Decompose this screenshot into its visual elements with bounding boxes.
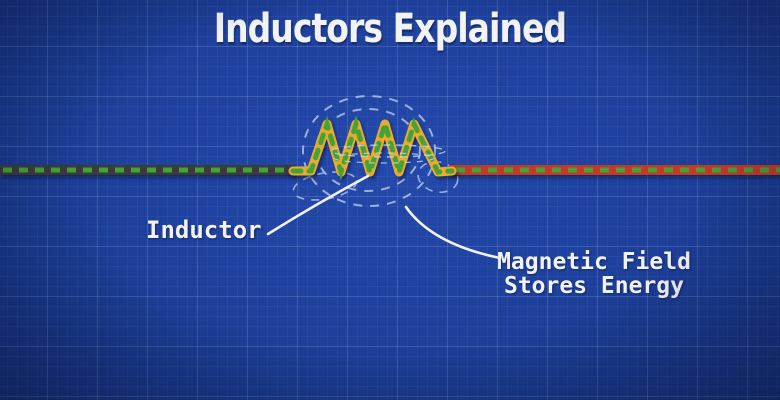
field-ellipse-outer bbox=[302, 95, 436, 207]
field-swirl-center-2 bbox=[333, 152, 435, 164]
magnetic-field-label-line2: Stores Energy bbox=[503, 273, 684, 299]
coil-current-dashes bbox=[290, 115, 455, 181]
magnetic-field-lines-center bbox=[330, 144, 446, 164]
field-ellipse-inner bbox=[315, 108, 421, 192]
field-swirl-center-1 bbox=[330, 144, 446, 158]
inductor-coil bbox=[288, 115, 457, 181]
magnetic-field-label-line1: Magnetic Field bbox=[497, 249, 691, 275]
inductor-label: Inductor bbox=[146, 216, 262, 244]
magnetic-field-pointer-line bbox=[404, 205, 502, 260]
page-title: Inductors Explained bbox=[213, 6, 567, 52]
field-swirl-bottom-right bbox=[417, 160, 459, 194]
inductor-pointer-line bbox=[266, 174, 370, 236]
magnetic-field-label: Magnetic Field Stores Energy bbox=[497, 250, 691, 298]
